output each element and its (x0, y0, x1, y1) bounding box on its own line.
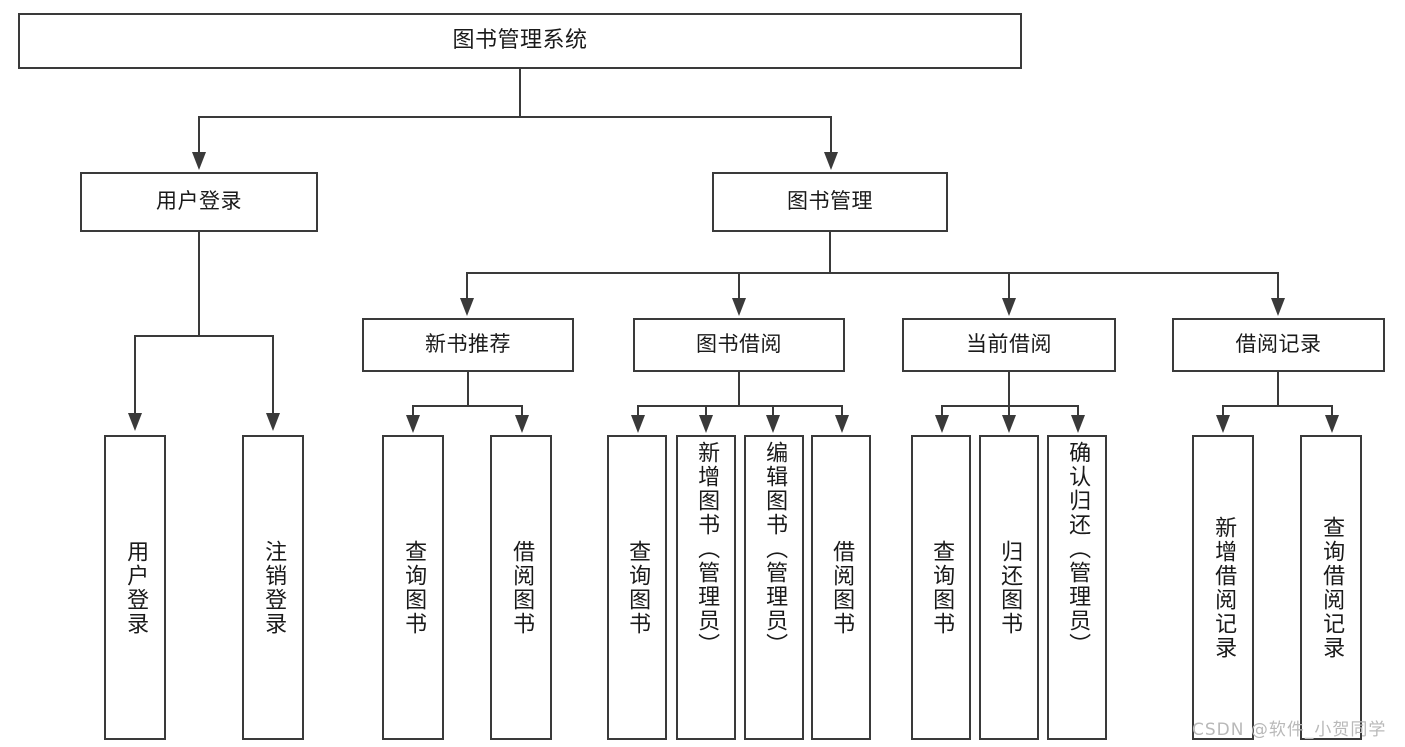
edge-book-borrow-to-leaf-4 (841, 405, 843, 417)
edge-book-mgmt-branch-bar (466, 272, 1278, 274)
arrow-user-login-to-leaf-1 (128, 413, 142, 431)
edge-book-mgmt-to-borrow (738, 272, 740, 300)
leaf-book-borrow-borrow[interactable]: 借阅图书 (811, 435, 871, 740)
arrow-book-borrow-to-leaf-2 (699, 415, 713, 433)
node-book-borrow[interactable]: 图书借阅 (633, 318, 845, 372)
leaf-current-borrow-confirm-admin[interactable]: 确认归还（管理员） (1047, 435, 1107, 740)
edge-current-borrow-to-leaf-3 (1077, 405, 1079, 417)
edge-current-borrow-to-leaf-2 (1008, 405, 1010, 417)
edge-user-login-branch-bar (134, 335, 274, 337)
leaf-borrow-record-query[interactable]: 查询借阅记录 (1300, 435, 1362, 740)
leaf-book-borrow-edit-admin[interactable]: 编辑图书（管理员） (744, 435, 804, 740)
edge-current-borrow-stem (1008, 372, 1010, 406)
arrow-user-login-to-leaf-2 (266, 413, 280, 431)
arrow-book-mgmt-to-record (1271, 298, 1285, 316)
edge-root-branch-bar (198, 116, 832, 118)
node-user-login[interactable]: 用户登录 (80, 172, 318, 232)
edge-new-book-to-leaf-2 (521, 405, 523, 417)
arrow-current-borrow-to-leaf-2 (1002, 415, 1016, 433)
leaf-new-book-borrow[interactable]: 借阅图书 (490, 435, 552, 740)
edge-current-borrow-to-leaf-1 (941, 405, 943, 417)
edge-root-to-book-mgmt (830, 116, 832, 154)
edge-new-book-stem (467, 372, 469, 406)
leaf-borrow-record-add[interactable]: 新增借阅记录 (1192, 435, 1254, 740)
edge-root-stem (519, 69, 521, 117)
leaf-book-borrow-query[interactable]: 查询图书 (607, 435, 667, 740)
edge-book-borrow-branch-bar (637, 405, 843, 407)
leaf-current-borrow-query[interactable]: 查询图书 (911, 435, 971, 740)
edge-book-mgmt-to-new-book (466, 272, 468, 300)
edge-book-borrow-to-leaf-1 (637, 405, 639, 417)
edge-book-borrow-to-leaf-3 (772, 405, 774, 417)
edge-user-login-to-leaf-2 (272, 335, 274, 415)
arrow-new-book-to-leaf-1 (406, 415, 420, 433)
edge-book-mgmt-to-record (1277, 272, 1279, 300)
leaf-user-login-logout[interactable]: 注销登录 (242, 435, 304, 740)
arrow-new-book-to-leaf-2 (515, 415, 529, 433)
node-borrow-record[interactable]: 借阅记录 (1172, 318, 1385, 372)
edge-borrow-record-stem (1277, 372, 1279, 406)
arrow-book-borrow-to-leaf-1 (631, 415, 645, 433)
arrow-book-borrow-to-leaf-4 (835, 415, 849, 433)
arrow-borrow-record-to-leaf-1 (1216, 415, 1230, 433)
arrow-root-to-book-mgmt (824, 152, 838, 170)
edge-root-to-user-login (198, 116, 200, 154)
arrow-root-to-user-login (192, 152, 206, 170)
arrow-book-borrow-to-leaf-3 (766, 415, 780, 433)
edge-borrow-record-branch-bar (1222, 405, 1332, 407)
leaf-user-login-login[interactable]: 用户登录 (104, 435, 166, 740)
arrow-book-mgmt-to-current (1002, 298, 1016, 316)
leaf-new-book-query[interactable]: 查询图书 (382, 435, 444, 740)
edge-user-login-to-leaf-1 (134, 335, 136, 415)
edge-borrow-record-to-leaf-1 (1222, 405, 1224, 417)
arrow-current-borrow-to-leaf-1 (935, 415, 949, 433)
edge-book-borrow-stem (738, 372, 740, 406)
arrow-borrow-record-to-leaf-2 (1325, 415, 1339, 433)
edge-borrow-record-to-leaf-2 (1331, 405, 1333, 417)
edge-new-book-branch-bar (412, 405, 522, 407)
leaf-book-borrow-add-admin[interactable]: 新增图书（管理员） (676, 435, 736, 740)
node-current-borrow[interactable]: 当前借阅 (902, 318, 1116, 372)
arrow-current-borrow-to-leaf-3 (1071, 415, 1085, 433)
edge-book-borrow-to-leaf-2 (705, 405, 707, 417)
node-root-system[interactable]: 图书管理系统 (18, 13, 1022, 69)
leaf-current-borrow-return[interactable]: 归还图书 (979, 435, 1039, 740)
csdn-watermark: CSDN @软件_小贺同学 (1192, 720, 1387, 740)
edge-user-login-stem (198, 232, 200, 336)
node-new-book-recommend[interactable]: 新书推荐 (362, 318, 574, 372)
node-book-management[interactable]: 图书管理 (712, 172, 948, 232)
edge-book-mgmt-stem (829, 232, 831, 274)
arrow-book-mgmt-to-new-book (460, 298, 474, 316)
arrow-book-mgmt-to-borrow (732, 298, 746, 316)
edge-book-mgmt-to-current (1008, 272, 1010, 300)
edge-new-book-to-leaf-1 (412, 405, 414, 417)
